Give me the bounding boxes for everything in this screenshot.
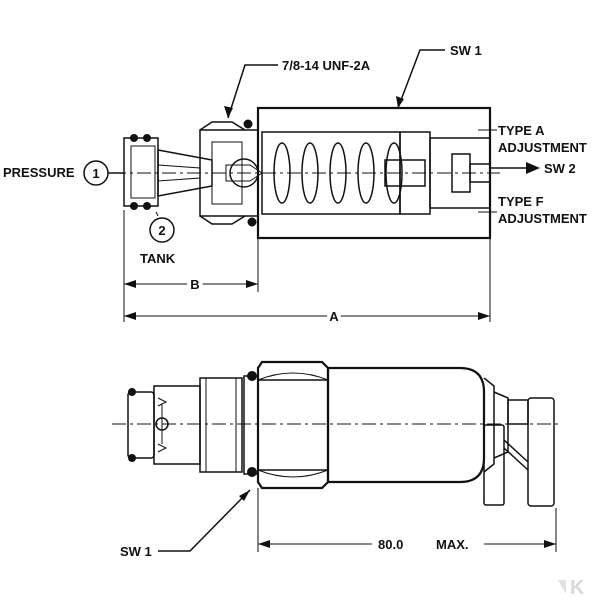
type-a-adjust-label: ADJUSTMENT [498, 140, 587, 155]
type-f-adjust-label: ADJUSTMENT [498, 211, 587, 226]
adjust-knobs [483, 397, 555, 507]
thread-label: 7/8-14 UNF-2A [282, 58, 371, 73]
port-2-marker [149, 217, 175, 243]
exterior-hex [256, 360, 330, 490]
port-1-number: 1 [92, 166, 99, 181]
dim-b-label: B [190, 277, 199, 292]
dim-80-label: 80.0 [378, 537, 403, 552]
watermark-logo: K [558, 577, 585, 599]
type-f-label: TYPE F [498, 194, 544, 209]
cartridge-nose [123, 134, 213, 210]
sw2-label: SW 2 [544, 161, 576, 176]
sw1-bottom-label: SW 1 [120, 544, 152, 559]
type-a-label: TYPE A [498, 123, 545, 138]
sw1-top-label: SW 1 [450, 43, 482, 58]
tank-label: TANK [140, 251, 176, 266]
port-1-marker [83, 160, 109, 186]
exterior-nose [127, 385, 201, 465]
dim-a-label: A [329, 309, 339, 324]
port-2-number: 2 [158, 223, 165, 238]
dim-max-label: MAX. [436, 537, 469, 552]
pressure-label: PRESSURE [3, 165, 75, 180]
exterior-body [326, 366, 509, 484]
dim-b-bg: B [190, 277, 199, 292]
exterior-thread [199, 371, 259, 477]
watermark-letter: K [570, 577, 585, 599]
exterior-view: SW 1 80.0 MAX. [112, 360, 560, 559]
section-view: 1 PRESSURE 2 TANK 7/8-14 UNF-2A SW 1 TYP… [3, 43, 587, 328]
